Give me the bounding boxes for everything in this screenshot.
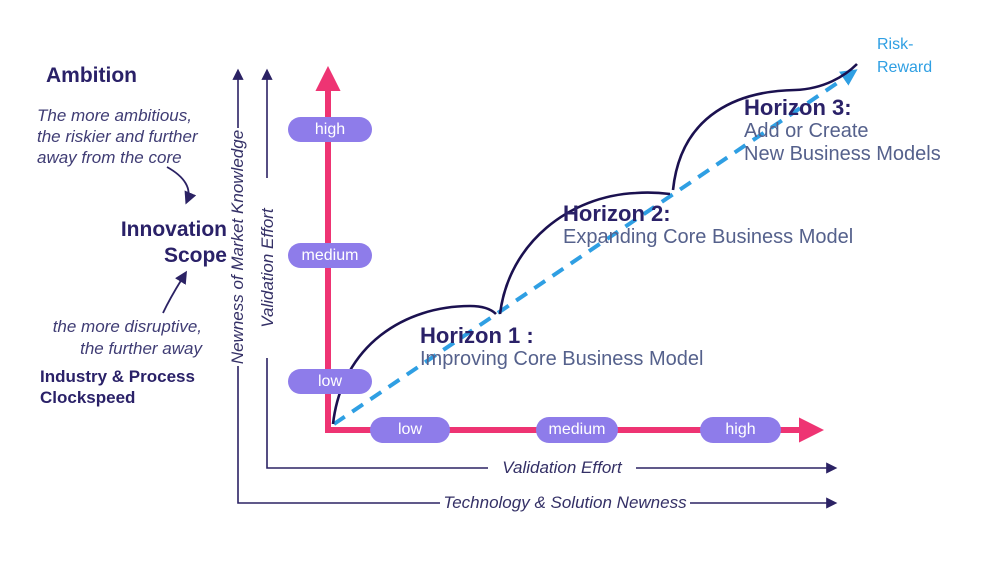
risk-reward-dashed-line (332, 69, 858, 426)
y-axis-outer-label: Newness of Market Knowledge (228, 129, 247, 365)
annotation-arrows (162, 166, 197, 314)
innovation-scope-title: Innovation Scope (80, 217, 227, 269)
outer-axis-corner (237, 366, 440, 504)
ambition-title: Ambition (46, 64, 137, 87)
y-axis-pill-low: low (288, 369, 372, 394)
curve-arrow-up-icon (162, 270, 187, 314)
curve-arrow-down-icon (166, 166, 197, 205)
horizon-2-arc (498, 191, 671, 315)
x-axis-pill-medium: medium (536, 417, 618, 443)
innovation-scope-line-2: Scope (163, 244, 227, 267)
clockspeed-label: Industry & Process Clockspeed (40, 366, 195, 408)
inner-axis-lines (261, 68, 838, 474)
risk-reward-line-1: Risk- (877, 36, 914, 53)
y-axis-inner-label: Validation Effort (258, 208, 277, 328)
inner-axis-corner (266, 358, 488, 469)
horizon-1-label: Horizon 1 : Improving Core Business Mode… (420, 323, 703, 371)
innovation-scope-line-1: Innovation (120, 218, 227, 241)
disruptive-note-line-1: the more disruptive, (52, 317, 202, 336)
horizon-2-label: Horizon 2: Expanding Core Business Model (563, 201, 853, 249)
risk-reward-line-2: Reward (877, 59, 933, 76)
x-axis-pill-low: low (370, 417, 450, 443)
ambition-desc-line-1: The more ambitious, (37, 106, 192, 125)
horizon-3-subtitle-line-1: Add or Create (744, 120, 869, 142)
clockspeed-line-2: Clockspeed (40, 388, 136, 407)
x-axis-outer-label: Technology & Solution Newness (443, 493, 687, 512)
horizon-3-arc (671, 63, 858, 191)
y-axis-pill-high: high (288, 117, 372, 142)
horizon-2-title: Horizon 2: (563, 201, 671, 226)
ambition-description: The more ambitious, the riskier and furt… (37, 105, 198, 168)
horizon-3-title: Horizon 3: (744, 95, 852, 120)
outer-axis-lines (232, 68, 838, 509)
risk-reward-label: Risk- Reward (877, 33, 932, 79)
disruptive-note-line-2: the further away (80, 339, 202, 358)
y-axis-pill-medium: medium (288, 243, 372, 268)
x-axis-inner-label: Validation Effort (502, 458, 622, 477)
horizon-3-subtitle-line-2: New Business Models (744, 143, 941, 165)
ambition-desc-line-3: away from the core (37, 148, 182, 167)
x-axis-pill-high: high (700, 417, 781, 443)
horizon-1-subtitle: Improving Core Business Model (420, 348, 704, 370)
ambition-desc-line-2: the riskier and further (37, 127, 198, 146)
horizon-2-subtitle: Expanding Core Business Model (563, 226, 854, 248)
disruptive-note: the more disruptive, the further away (40, 316, 202, 360)
horizon-3-label: Horizon 3: Add or Create New Business Mo… (744, 95, 941, 166)
clockspeed-line-1: Industry & Process (40, 367, 195, 386)
horizon-1-title: Horizon 1 : (420, 323, 534, 348)
